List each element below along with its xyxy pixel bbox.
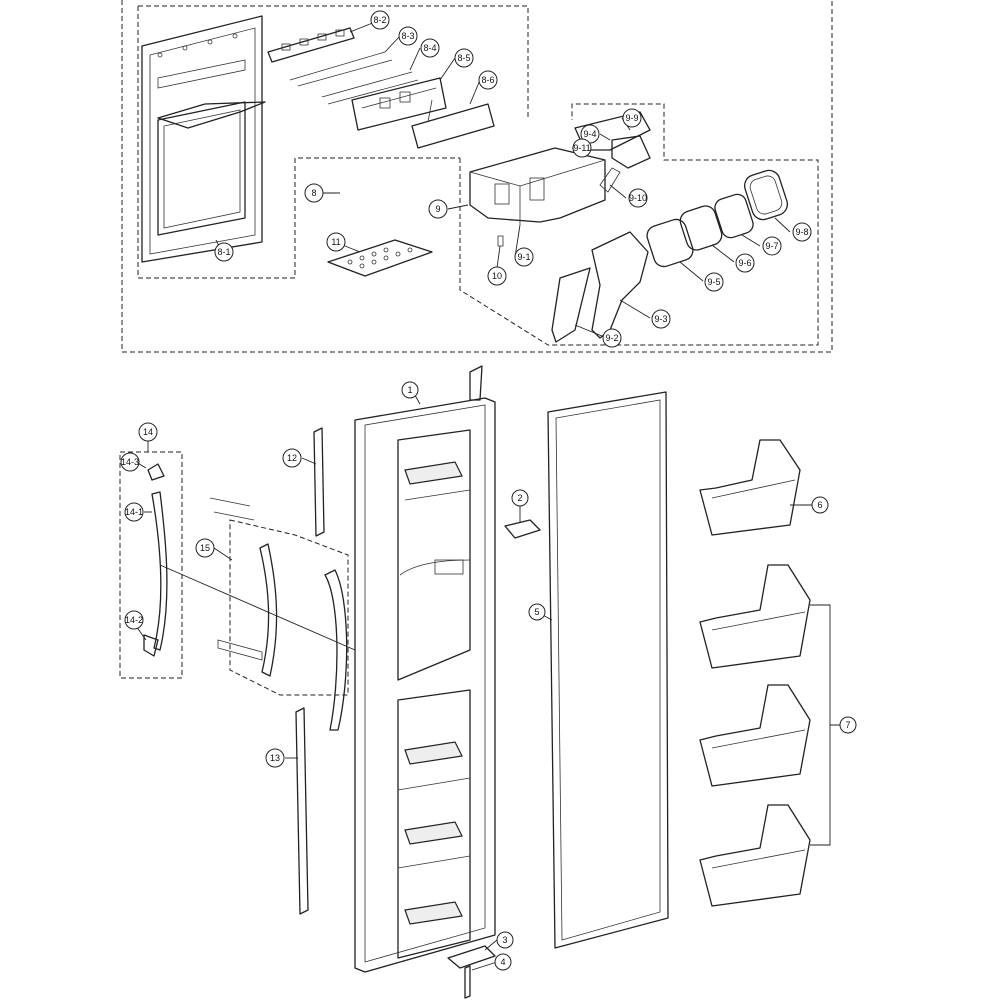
pcb-holder-part: [351, 77, 447, 131]
callout-label: 9-6: [738, 258, 751, 268]
callout-label: 13: [270, 753, 280, 763]
callout-12: 12: [282, 448, 302, 468]
callout-label: 8-5: [457, 53, 470, 63]
lower-trim-strip-part: [295, 707, 309, 915]
control-panel-part: [267, 27, 355, 63]
callout-label: 9-8: [795, 227, 808, 237]
callout-9-9: 9-9: [622, 108, 642, 128]
hinge-pin-part: [464, 965, 471, 999]
callout-3: 3: [496, 931, 514, 949]
callout-label: 9-11: [573, 143, 590, 153]
handle-bracket-part: [209, 497, 349, 731]
callout-label: 8: [311, 188, 316, 198]
callout-label: 9: [435, 204, 440, 214]
callout-9-10: 9-10: [628, 188, 648, 208]
callout-9: 9: [428, 199, 448, 219]
bin-group-bracket: [810, 604, 842, 846]
callout-9-1: 9-1: [514, 247, 534, 267]
callout-label: 9-9: [625, 113, 638, 123]
callout-10: 10: [487, 266, 507, 286]
callout-8-6: 8-6: [478, 70, 498, 90]
key-rows-part: [289, 51, 419, 105]
callout-label: 5: [534, 607, 539, 617]
callout-8-3: 8-3: [398, 26, 418, 46]
callout-label: 15: [200, 543, 210, 553]
callout-label: 9-2: [605, 333, 618, 343]
callout-label: 2: [517, 493, 522, 503]
callout-9-11: 9-11: [572, 138, 592, 158]
handle-leader-line: [159, 564, 356, 651]
callout-14-3: 14-3: [120, 452, 140, 472]
callout-8: 8: [304, 183, 324, 203]
callout-9-6: 9-6: [735, 253, 755, 273]
callout-label: 9-1: [517, 252, 530, 262]
callout-label: 8-4: [423, 43, 436, 53]
callout-9-5: 9-5: [704, 272, 724, 292]
callout-label: 8-1: [217, 247, 230, 257]
callout-label: 11: [331, 237, 340, 247]
drip-tray-part: [327, 239, 433, 277]
dispenser-cap-part: [504, 519, 541, 539]
callout-leaders: [135, 19, 812, 971]
callout-label: 9-4: [583, 129, 596, 139]
callout-14-2: 14-2: [124, 610, 144, 630]
callout-label: 8-6: [481, 75, 494, 85]
callout-8-4: 8-4: [420, 38, 440, 58]
dispenser-levers-part: [551, 231, 649, 343]
callout-label: 9-10: [629, 193, 647, 203]
callout-15: 15: [195, 538, 215, 558]
callout-label: 3: [502, 935, 507, 945]
callout-6: 6: [811, 496, 829, 514]
callout-label: 8-2: [373, 15, 386, 25]
callout-11: 11: [326, 232, 346, 252]
callout-9-7: 9-7: [762, 236, 782, 256]
door-bin-7b: [699, 684, 811, 787]
callout-label: 12: [287, 453, 297, 463]
callout-8-5: 8-5: [454, 48, 474, 68]
door-bin-7c: [699, 804, 811, 907]
callout-7: 7: [839, 716, 857, 734]
callout-1: 1: [401, 381, 419, 399]
door-bin-7a: [699, 564, 811, 669]
callout-label: 4: [500, 957, 505, 967]
callout-14: 14: [138, 422, 158, 442]
callout-13: 13: [265, 748, 285, 768]
callout-14-1: 14-1: [124, 502, 144, 522]
callout-label: 6: [817, 500, 822, 510]
trim-rings-part: [646, 169, 789, 268]
callout-9-2: 9-2: [602, 328, 622, 348]
callout-label: 9-5: [707, 277, 720, 287]
callout-label: 10: [492, 271, 502, 281]
door-gasket-part: [547, 391, 669, 949]
callout-4: 4: [494, 953, 512, 971]
dispenser-cover-frame: [141, 15, 266, 263]
dispenser-mechanism-part: [469, 111, 651, 247]
upper-hinge-cover-part: [313, 427, 325, 537]
callout-label: 14: [143, 427, 153, 437]
callout-label: 7: [845, 720, 850, 730]
callout-label: 14-1: [125, 507, 143, 517]
door-bin-6: [699, 439, 801, 536]
callout-8-2: 8-2: [370, 10, 390, 30]
door-handle-part: [143, 463, 168, 657]
callout-label: 9-7: [765, 241, 778, 251]
lower-hinge-part: [447, 945, 496, 969]
callout-2: 2: [511, 489, 529, 507]
callout-8-1: 8-1: [214, 242, 234, 262]
callout-9-3: 9-3: [651, 309, 671, 329]
freezer-door-part: [354, 365, 496, 973]
callout-label: 14-3: [121, 457, 139, 467]
callout-label: 8-3: [401, 31, 414, 41]
callout-label: 9-3: [654, 314, 667, 324]
callout-5: 5: [528, 603, 546, 621]
callout-label: 1: [407, 385, 412, 395]
callout-9-8: 9-8: [792, 222, 812, 242]
callout-label: 14-2: [125, 615, 143, 625]
pcb-board-part: [411, 99, 495, 149]
dispenser-assembly-boundary: [121, 0, 833, 353]
handle-group-boundary: [119, 451, 183, 679]
